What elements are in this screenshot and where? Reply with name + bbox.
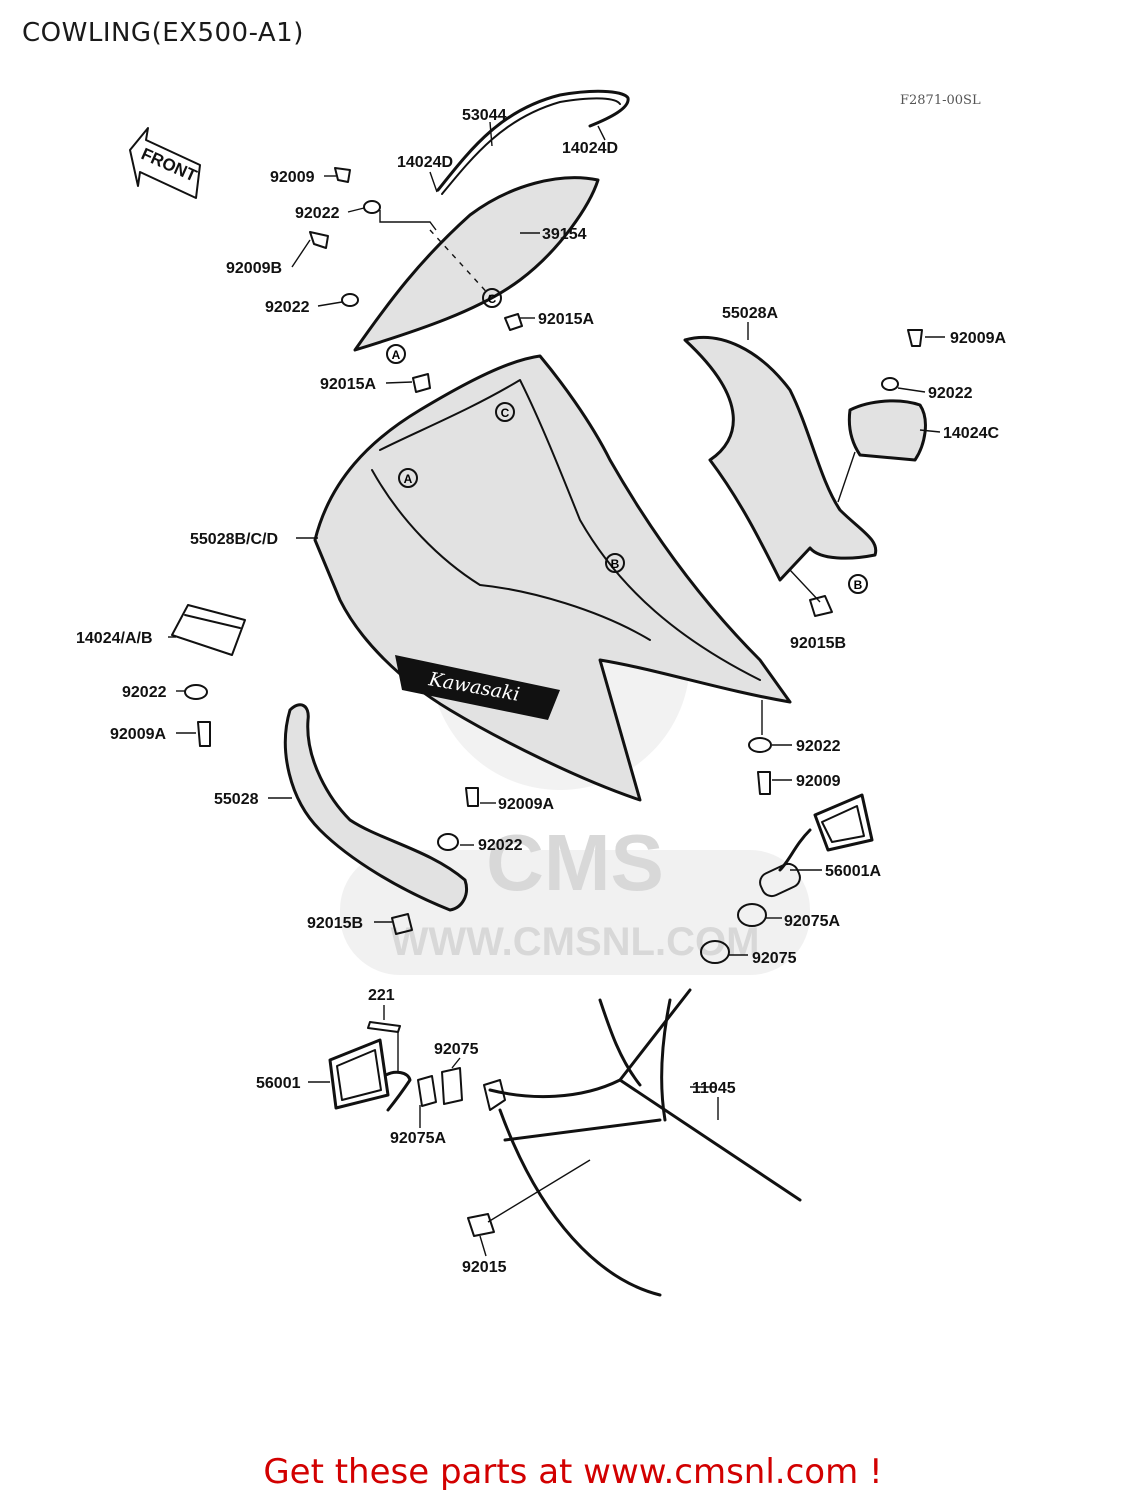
mirror-56001a [759,793,874,898]
callout-c-cowl: C [501,406,510,420]
page-title: COWLING(EX500-A1) [22,18,304,48]
label-55028: 55028 [214,791,259,808]
inner-panel-55028a [683,335,878,582]
label-92009a-right: 92009A [950,330,1006,347]
label-55028a: 55028A [722,305,778,322]
part-labels: 53044 14024D 14024D 92009 92022 39154 92… [76,107,1006,1276]
callout-a-cowl: A [404,472,413,486]
label-92075a-left: 92075A [390,1130,446,1147]
label-11045: 11045 [692,1080,736,1097]
windshield-trim-53044 [436,89,630,192]
label-92015b-right: 92015B [790,635,846,652]
label-92015b-left: 92015B [307,915,363,932]
label-92075-right: 92075 [752,950,797,967]
label-92009-top: 92009 [270,169,315,186]
label-92075a-right: 92075A [784,913,840,930]
fasteners [184,167,923,1237]
footer-link-text[interactable]: Get these parts at www.cmsnl.com ! [263,1452,883,1492]
label-221: 221 [368,987,395,1004]
callout-b-cowl: B [611,557,620,571]
label-55028bcd: 55028B/C/D [190,531,278,548]
cowling-stay-11045 [483,988,802,1297]
label-56001a: 56001A [825,863,881,880]
label-39154: 39154 [542,226,587,243]
leader-lines [168,121,945,1257]
label-14024d-right: 14024D [562,140,618,157]
label-92022-lower: 92022 [478,837,523,854]
label-92009-mid: 92009 [796,773,841,790]
label-92015: 92015 [462,1259,507,1276]
label-14024c: 14024C [943,425,999,442]
label-92075-left: 92075 [434,1041,479,1058]
label-92022-top2: 92022 [265,299,310,316]
label-92009b: 92009B [226,260,282,277]
label-53044: 53044 [462,107,507,124]
label-92015a-left: 92015A [320,376,376,393]
label-14024d-left: 14024D [397,154,453,171]
label-92022-left: 92022 [122,684,167,701]
label-92022-mid: 92022 [796,738,841,755]
lower-panel-55028 [283,703,468,912]
label-92015a-right: 92015A [538,311,594,328]
label-92009a-mid: 92009A [498,796,554,813]
callout-b-right: B [854,578,863,592]
callout-a-top: A [392,348,401,362]
label-92022-top1: 92022 [295,205,340,222]
mirror-56001 [328,1038,412,1112]
callout-markers: A A C C B B [386,288,868,594]
label-92009a-left: 92009A [110,726,166,743]
upper-cowl-55028bcd: Kawasaki [313,354,792,802]
label-56001: 56001 [256,1075,301,1092]
watermark-logo: CMS [486,818,664,907]
watermark-url: WWW.CMSNL.COM [391,920,760,964]
callout-c-top: C [488,292,497,306]
windshield-39154 [353,176,600,352]
cover-14024c [847,399,927,462]
figure-code: F2871-00SL [900,93,981,108]
front-arrow-icon: FRONT [129,127,201,199]
label-92022-right: 92022 [928,385,973,402]
label-14024ab: 14024/A/B [76,630,153,647]
bracket-14024ab [171,604,246,656]
